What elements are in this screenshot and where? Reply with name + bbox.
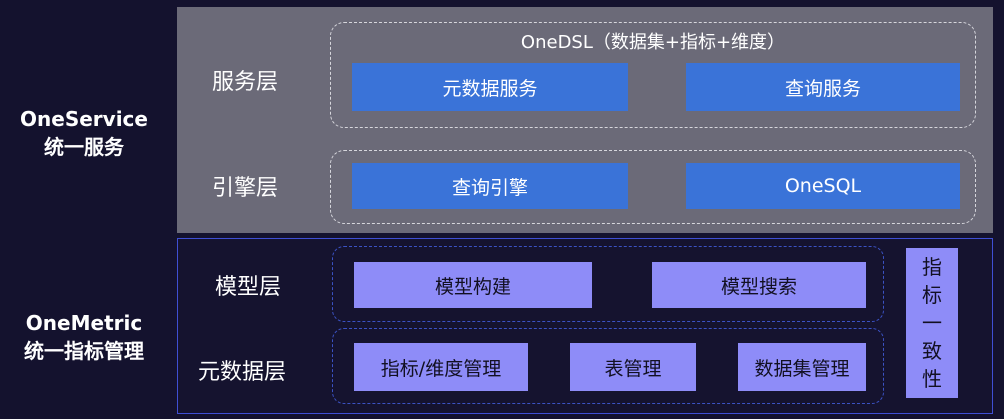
query-service-box: 查询服务 [686,63,960,111]
query-engine-box: 查询引擎 [352,163,628,209]
consistency-char-1: 指 [922,255,942,279]
onemetric-label: OneMetric 统一指标管理 [0,309,168,365]
model-build-box: 模型构建 [354,262,592,308]
consistency-char-5: 性 [922,367,942,391]
engine-layer-label: 引擎层 [212,176,279,201]
model-layer-label: 模型层 [215,275,282,300]
dataset-mgmt-box: 数据集管理 [738,343,866,391]
metadata-service-box: 元数据服务 [352,63,628,111]
metadata-layer-label: 元数据层 [198,360,287,385]
oneservice-label: OneService 统一服务 [0,105,168,161]
metric-consistency-box: 指 标 一 致 性 [906,248,958,398]
consistency-char-2: 标 [922,283,942,307]
service-layer-group [330,22,976,128]
oneservice-label-line2: 统一服务 [44,135,124,159]
model-search-box: 模型搜索 [652,262,866,308]
engine-layer-group [330,150,976,224]
table-mgmt-box: 表管理 [570,343,696,391]
onemetric-label-line1: OneMetric [25,311,143,335]
onesql-box: OneSQL [686,163,960,209]
consistency-char-4: 致 [922,339,942,363]
oneservice-label-line1: OneService [20,107,148,131]
metric-dimension-mgmt-box: 指标/维度管理 [354,343,528,391]
onemetric-label-line2: 统一指标管理 [24,339,144,363]
service-layer-label: 服务层 [212,70,279,95]
model-layer-group [332,246,884,322]
metadata-layer-group [332,328,884,404]
consistency-char-3: 一 [922,311,942,335]
onedsl-title: OneDSL（数据集+指标+维度） [520,32,786,53]
